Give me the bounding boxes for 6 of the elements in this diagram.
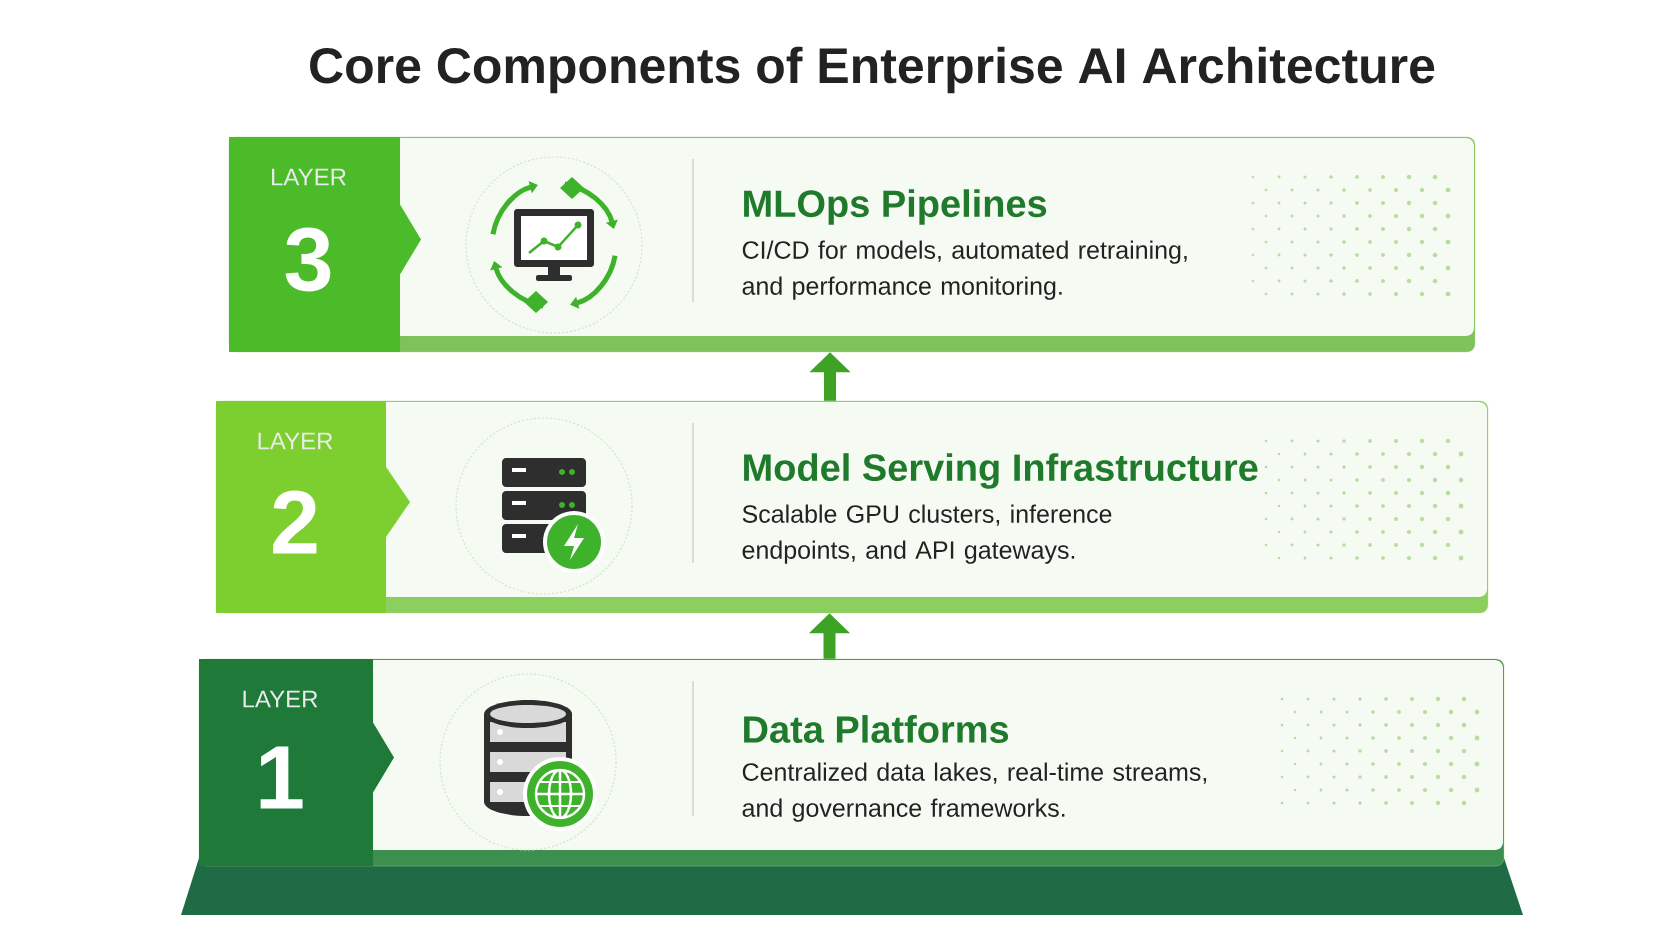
description: CI/CD for models, automated retraining, and performance monitoring.: [742, 240, 1187, 300]
layer-tab: LAYER 2: [216, 401, 410, 613]
description: Scalable GPU clusters, inference endpoints, and API gateways.: [742, 504, 1112, 564]
layer-heading: MLOps Pipelines: [744, 189, 1047, 225]
layer-heading: Model Serving Infrastructure: [744, 453, 1258, 489]
title: Core Components of Enterprise AI Architecture: [310, 46, 1435, 94]
